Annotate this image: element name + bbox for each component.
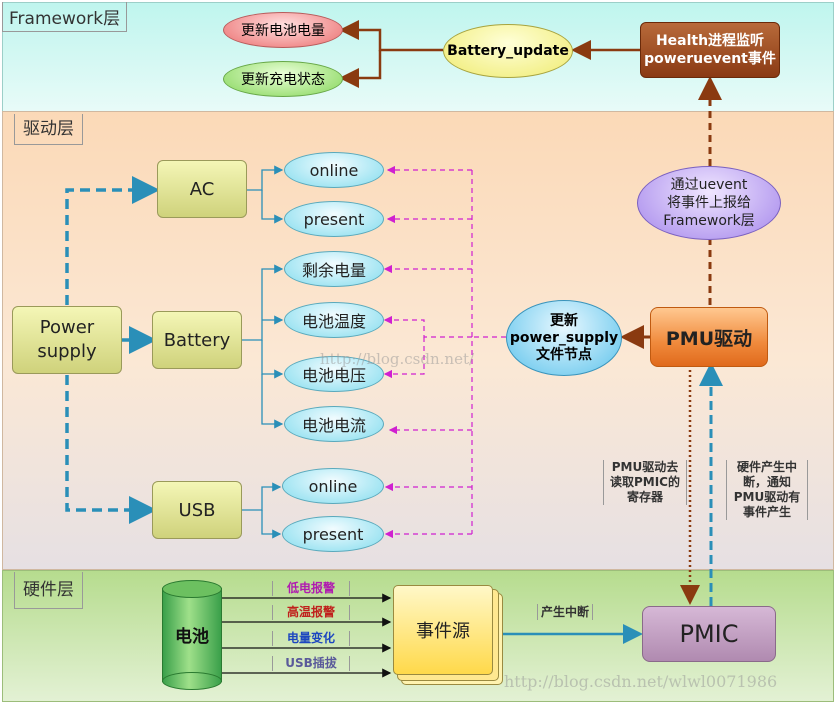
driver-layer-label: 驱动层 xyxy=(14,114,83,145)
update-node-line-1: 更新 xyxy=(550,312,578,329)
update-charge-status-node: 更新充电状态 xyxy=(223,61,343,97)
ac-node: AC xyxy=(157,160,247,218)
ac-present-node: present xyxy=(284,201,384,237)
uevent-line-3: Framework层 xyxy=(663,213,755,229)
update-capacity-node: 更新电池电量 xyxy=(223,12,343,48)
event-label: 高温报警 xyxy=(272,605,350,620)
uevent-line-1: 通过uevent xyxy=(670,177,748,193)
hardware-layer-label: 硬件层 xyxy=(14,572,83,609)
battery-cylinder: 电池 xyxy=(162,580,222,690)
battery-capacity-node: 剩余电量 xyxy=(284,251,384,287)
note-irq-line-1: 硬件产生中 xyxy=(736,460,797,474)
usb-online-node: online xyxy=(282,468,384,504)
ac-online-node: online xyxy=(284,152,384,188)
event-source-node: 事件源 xyxy=(393,585,493,675)
note-read-line-1: PMU驱动去 xyxy=(611,460,679,474)
battery-temp-node: 电池温度 xyxy=(284,302,384,338)
power-supply-line-1: Power xyxy=(39,317,95,338)
interrupt-label: 产生中断 xyxy=(537,604,594,620)
note-irq-line-4: 事件产生 xyxy=(742,505,791,519)
health-monitor-line-2: poweruevent事件 xyxy=(644,51,776,67)
health-monitor-line-1: Health进程监听 xyxy=(655,33,765,49)
battery-update-node: Battery_update xyxy=(443,24,573,78)
watermark-center: http://blog.csdn.net/ xyxy=(320,350,475,368)
note-irq-line-3: PMU驱动有 xyxy=(733,490,801,504)
pmic-node: PMIC xyxy=(642,606,776,662)
note-irq-line-2: 断，通知 xyxy=(742,475,791,489)
update-power-supply-node: 更新 power_supply 文件节点 xyxy=(506,300,622,376)
battery-voltage-node: 电池电压 xyxy=(284,356,384,392)
uevent-line-2: 将事件上报给 xyxy=(667,195,751,211)
power-supply-line-2: supply xyxy=(37,341,97,362)
note-read-line-2: 读取PMIC的 xyxy=(609,475,680,489)
event-label: 低电报警 xyxy=(272,581,350,596)
usb-present-node: present xyxy=(282,516,384,552)
framework-layer-label: Framework层 xyxy=(2,2,128,32)
battery-label: 电池 xyxy=(175,626,209,647)
battery-node: Battery xyxy=(152,311,242,369)
watermark-corner: http://blog.csdn.net/wlwl0071986 xyxy=(504,672,778,691)
note-read-line-3: 寄存器 xyxy=(626,490,663,504)
usb-node: USB xyxy=(152,481,242,539)
update-node-line-2: power_supply xyxy=(509,329,619,346)
update-node-line-3: 文件节点 xyxy=(536,346,592,363)
event-label: 电量变化 xyxy=(272,631,350,646)
note-read-pmic: PMU驱动去 读取PMIC的 寄存器 xyxy=(603,460,687,505)
battery-current-node: 电池电流 xyxy=(284,406,384,442)
power-supply-node: Power supply xyxy=(12,306,122,374)
health-monitor-node: Health进程监听 poweruevent事件 xyxy=(640,22,780,78)
pmu-driver-node: PMU驱动 xyxy=(650,307,768,367)
uevent-node: 通过uevent 将事件上报给 Framework层 xyxy=(637,166,781,240)
event-label: USB插拔 xyxy=(272,656,350,671)
note-interrupt: 硬件产生中 断，通知 PMU驱动有 事件产生 xyxy=(726,460,808,520)
